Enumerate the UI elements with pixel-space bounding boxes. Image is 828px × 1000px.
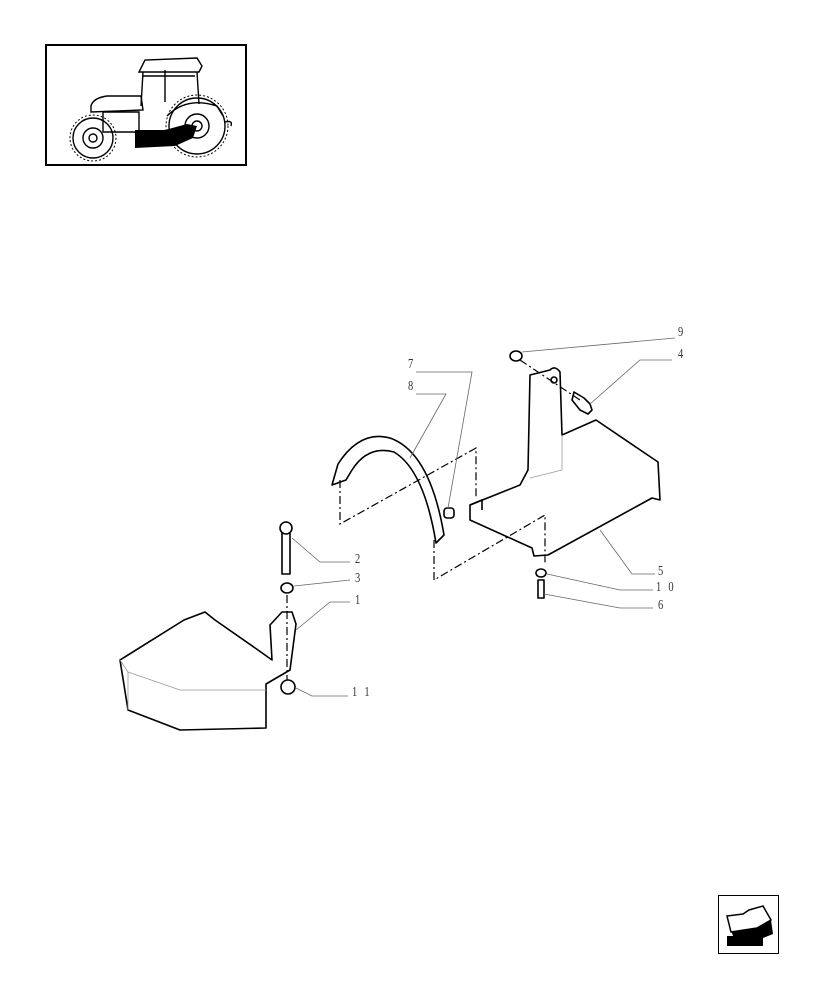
part-7-clip xyxy=(443,507,455,519)
callout-11: 1 1 xyxy=(352,685,372,700)
callout-4: 4 xyxy=(678,347,686,362)
callout-9: 9 xyxy=(678,325,686,340)
part-10-washer xyxy=(535,568,547,578)
part-1-shield xyxy=(119,611,297,731)
part-3-washer xyxy=(280,582,294,594)
tractor-icon xyxy=(69,57,233,162)
tractor-thumbnail xyxy=(45,44,247,166)
callout-5: 5 xyxy=(658,564,666,579)
part-2-bolt xyxy=(281,529,291,575)
callout-1: 1 xyxy=(355,593,363,608)
part-5-bracket xyxy=(469,367,661,557)
highlight-area xyxy=(135,124,197,148)
back-button[interactable] xyxy=(718,895,779,954)
part-8-strap xyxy=(331,435,445,544)
callout-6: 6 xyxy=(658,598,666,613)
callout-10: 1 0 xyxy=(656,580,676,595)
callout-2: 2 xyxy=(355,552,363,567)
callout-8: 8 xyxy=(408,379,416,394)
part-6-screw xyxy=(537,579,545,599)
back-arrow-icon xyxy=(726,905,773,946)
callout-7: 7 xyxy=(408,357,416,372)
part-9-washer xyxy=(509,350,523,362)
part-11-nut xyxy=(280,679,296,695)
part-4-spacer xyxy=(571,391,593,415)
callout-3: 3 xyxy=(355,571,363,586)
